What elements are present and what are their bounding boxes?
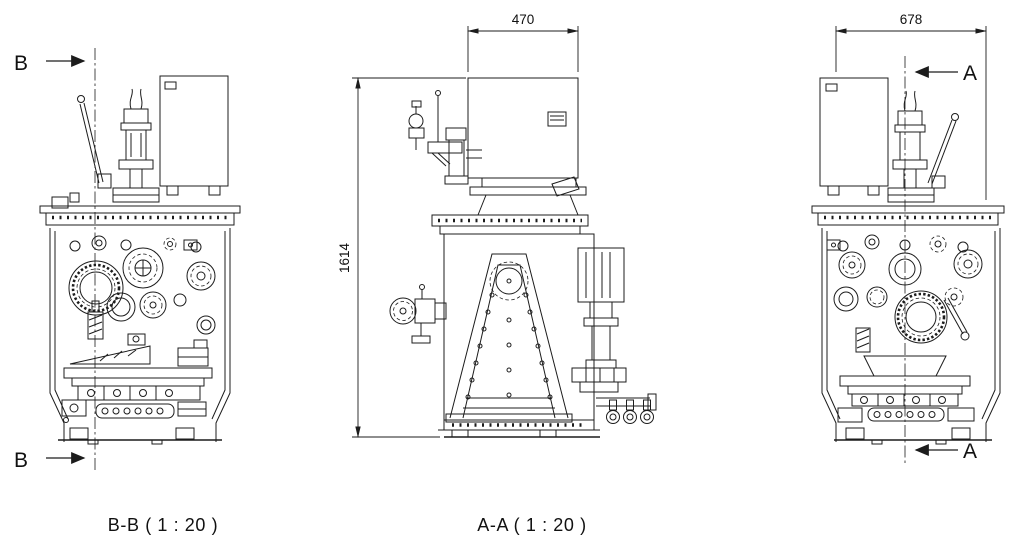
bb-track-assembly xyxy=(61,399,207,423)
section-marker-a-bottom: A xyxy=(914,440,977,463)
aa-valve-manifold xyxy=(606,399,654,424)
dimension-470: 470 xyxy=(467,12,579,72)
aa-side-valve xyxy=(389,284,447,344)
right-spring-cylinder xyxy=(855,327,871,353)
bb-cabinet xyxy=(159,75,229,196)
section-marker-a-top: A xyxy=(914,62,977,85)
section-label-a-bottom: A xyxy=(963,440,977,463)
aa-instrument-cluster xyxy=(408,90,482,185)
bb-actuator-stack xyxy=(97,88,160,203)
dimension-1614: 1614 xyxy=(337,77,466,438)
view-section-aa xyxy=(389,77,657,438)
bb-wedge-bracket xyxy=(69,333,209,367)
bb-body-plates xyxy=(49,228,231,442)
right-gear-wheel xyxy=(894,290,948,344)
caption-view-bb: B-B ( 1 : 20 ) xyxy=(108,515,218,535)
section-marker-b-bottom: B xyxy=(14,449,86,472)
right-actuator-stack xyxy=(887,90,946,203)
right-secondary-circles xyxy=(833,249,983,312)
bb-gear-wheel xyxy=(68,260,124,316)
section-label-b-top: B xyxy=(14,52,28,75)
bb-platform xyxy=(39,205,241,226)
caption-view-aa: A-A ( 1 : 20 ) xyxy=(477,515,586,535)
section-label-a-top: A xyxy=(963,62,977,85)
bb-lower-frame xyxy=(63,367,213,401)
dimension-1614-value: 1614 xyxy=(337,242,352,273)
dimension-678-value: 678 xyxy=(900,12,923,27)
bb-spring-cylinder xyxy=(87,300,104,340)
section-label-b-bottom: B xyxy=(14,449,28,472)
right-cabinet xyxy=(819,77,889,196)
bb-base xyxy=(58,427,222,445)
dimension-678: 678 xyxy=(835,12,987,200)
right-track-assembly xyxy=(837,407,975,423)
right-platform xyxy=(811,205,1005,226)
right-diagonal-lever xyxy=(943,297,970,341)
section-marker-b-top: B xyxy=(14,52,86,75)
right-body-plates xyxy=(821,228,1001,442)
bb-secondary-circles xyxy=(106,261,216,335)
view-right xyxy=(811,56,1005,464)
bb-platform-fittings xyxy=(51,192,80,209)
bb-flange-circles xyxy=(69,235,202,253)
right-hand-lever xyxy=(927,113,959,185)
bb-hand-lever xyxy=(77,95,104,184)
right-base xyxy=(834,427,992,445)
aa-right-actuator xyxy=(571,247,657,411)
aa-a-frame xyxy=(445,253,573,423)
dimension-470-value: 470 xyxy=(512,12,535,27)
right-lower-frame xyxy=(839,375,971,407)
view-section-bb xyxy=(39,48,241,472)
aa-base xyxy=(438,419,600,438)
bb-bearing xyxy=(122,247,164,289)
right-flange-circles xyxy=(826,234,969,253)
